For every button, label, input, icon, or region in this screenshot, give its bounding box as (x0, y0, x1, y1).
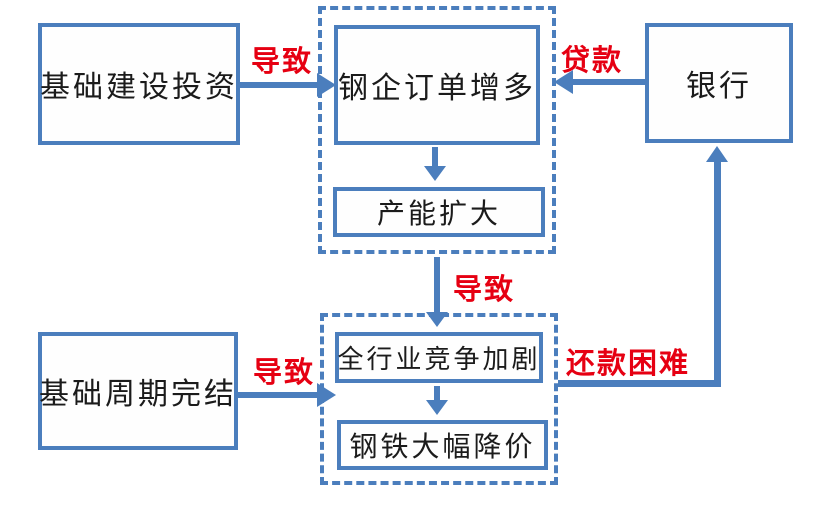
node-steel-orders-increase: 钢企订单增多 (334, 25, 540, 145)
arrow-competition-to-price-head-icon (426, 400, 448, 415)
arrow-expansion-to-decline-head-icon (426, 312, 448, 327)
node-bank: 银行 (645, 23, 793, 143)
arrow-cycle-end-to-decline-shaft (238, 392, 318, 398)
node-infrastructure-cycle-end: 基础周期完结 (38, 332, 238, 450)
node-infrastructure-investment: 基础建设投资 (38, 23, 240, 145)
edge-label-leads-to-3: 导致 (252, 357, 315, 389)
node-industry-competition: 全行业竞争加剧 (335, 332, 543, 383)
edge-label-loan: 贷款 (560, 45, 623, 77)
edge-label-leads-to-1: 导致 (250, 46, 313, 78)
arrow-decline-to-bank-head-icon (706, 146, 728, 162)
arrow-orders-to-capacity-shaft (432, 147, 438, 168)
arrow-investment-to-orders-shaft (240, 82, 318, 88)
node-steel-price-drop: 钢铁大幅降价 (337, 420, 548, 470)
arrow-expansion-to-decline-shaft (434, 257, 440, 313)
group-steel-expansion-outline (318, 6, 556, 254)
arrow-decline-to-bank-vertical-shaft (714, 160, 721, 387)
edge-label-leads-to-2: 导致 (452, 274, 515, 306)
arrow-orders-to-capacity-head-icon (424, 166, 446, 181)
arrow-investment-to-orders-head-icon (317, 73, 336, 97)
edge-label-repayment-difficulty: 还款困难 (565, 348, 690, 380)
arrow-cycle-end-to-decline-head-icon (317, 383, 336, 407)
arrow-bank-to-orders-head-icon (554, 70, 573, 94)
arrow-decline-to-bank-horizontal-shaft (558, 380, 721, 387)
arrow-competition-to-price-shaft (434, 386, 440, 403)
arrow-bank-to-orders-shaft (572, 79, 645, 85)
node-capacity-expansion: 产能扩大 (333, 187, 545, 237)
